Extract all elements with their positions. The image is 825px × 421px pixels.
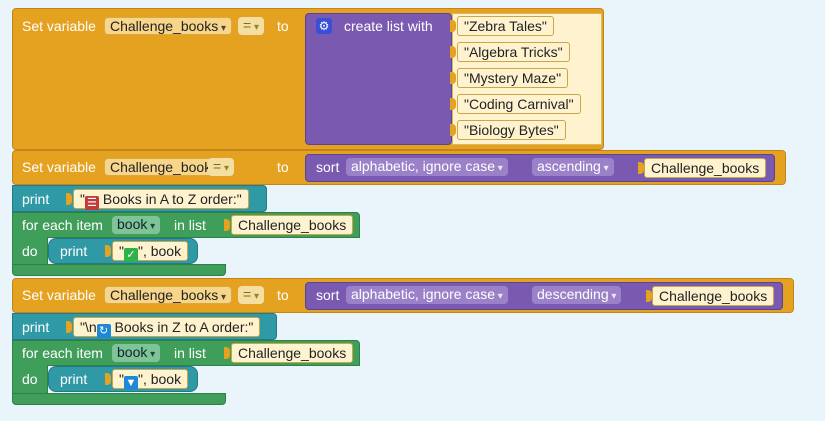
sort-source-variable[interactable]: Challenge_books: [652, 286, 775, 306]
list-item-5[interactable]: "Biology Bytes": [457, 120, 566, 140]
repeat-icon: ↻: [96, 324, 111, 338]
list-item-1[interactable]: "Zebra Tales": [457, 16, 554, 36]
list-item-4[interactable]: "Coding Carnival": [457, 94, 581, 114]
print-book-text: ", book: [137, 243, 182, 259]
sort-order-dropdown[interactable]: ascending: [532, 158, 614, 176]
quote-label: ": [80, 191, 85, 207]
text-socket: [105, 373, 111, 385]
in-list-label: in list: [174, 345, 206, 361]
quote-label: ": [119, 243, 124, 259]
to-label: to: [277, 287, 289, 303]
sort-label: sort: [316, 159, 340, 175]
for-each-label: for each item: [22, 345, 103, 361]
print-label: print: [60, 371, 88, 387]
list-socket: [450, 124, 456, 136]
to-label: to: [277, 159, 289, 175]
create-list-label: create list with: [344, 18, 433, 34]
operator-dropdown[interactable]: =: [238, 286, 264, 304]
list-socket: [450, 72, 456, 84]
print-text: Books in Z to A order:": [110, 319, 254, 335]
print-text: Books in A to Z order:": [98, 191, 242, 207]
sort-type-dropdown[interactable]: alphabetic, ignore case: [346, 158, 508, 176]
list-socket: [646, 290, 652, 302]
print-expression[interactable]: "✓", book: [112, 241, 189, 262]
print-label: print: [60, 243, 88, 259]
loop-footer: [12, 264, 226, 276]
list-socket: [450, 98, 456, 110]
operator-dropdown[interactable]: =: [238, 17, 264, 35]
set-variable-label: Set variable: [22, 18, 96, 34]
do-label: do: [22, 371, 38, 387]
sort-label: sort: [316, 287, 340, 303]
list-socket: [450, 46, 456, 58]
loop-body-rail: [12, 237, 48, 265]
do-label: do: [22, 243, 38, 259]
list-item-2[interactable]: "Algebra Tricks": [457, 42, 570, 62]
loop-item-dropdown[interactable]: book: [112, 344, 161, 362]
set-variable-label: Set variable: [22, 159, 96, 175]
loop-footer: [12, 393, 226, 405]
list-socket: [638, 162, 644, 174]
print-text-value[interactable]: "☰ Books in A to Z order:": [73, 189, 249, 210]
list-socket: [224, 219, 230, 231]
print-label: print: [22, 191, 50, 207]
quote-label: "\n: [80, 319, 97, 335]
create-list-block[interactable]: [305, 13, 452, 145]
text-socket: [66, 321, 72, 333]
sort-order-dropdown[interactable]: descending: [532, 286, 622, 304]
quote-label: ": [119, 371, 124, 387]
check-mark-icon: ✓: [123, 248, 138, 262]
sort-type-dropdown[interactable]: alphabetic, ignore case: [346, 286, 508, 304]
variable-dropdown[interactable]: Challenge_books: [104, 286, 233, 304]
list-item-3[interactable]: "Mystery Maze": [457, 68, 569, 88]
print-expression[interactable]: "▼", book: [112, 369, 189, 390]
loop-list-variable[interactable]: Challenge_books: [231, 215, 354, 235]
list-socket: [224, 347, 230, 359]
print-book-text: ", book: [137, 371, 182, 387]
loop-list-variable[interactable]: Challenge_books: [231, 343, 354, 363]
set-variable-label: Set variable: [22, 287, 96, 303]
to-label: to: [277, 18, 289, 34]
loop-body-rail: [12, 365, 48, 395]
variable-dropdown[interactable]: Challenge_books: [104, 158, 233, 176]
variable-dropdown[interactable]: Challenge_books: [104, 17, 233, 35]
operator-dropdown[interactable]: =: [208, 158, 234, 176]
for-each-label: for each item: [22, 217, 103, 233]
gear-icon[interactable]: ⚙: [316, 18, 332, 34]
sort-source-variable[interactable]: Challenge_books: [644, 158, 767, 178]
print-text-value[interactable]: "\n↻ Books in Z to A order:": [73, 317, 261, 338]
down-arrow-icon: ▼: [123, 376, 138, 390]
loop-item-dropdown[interactable]: book: [112, 216, 161, 234]
text-socket: [105, 245, 111, 257]
in-list-label: in list: [174, 217, 206, 233]
books-icon: ☰: [84, 196, 99, 210]
list-socket: [450, 20, 456, 32]
print-label: print: [22, 319, 50, 335]
text-socket: [66, 193, 72, 205]
